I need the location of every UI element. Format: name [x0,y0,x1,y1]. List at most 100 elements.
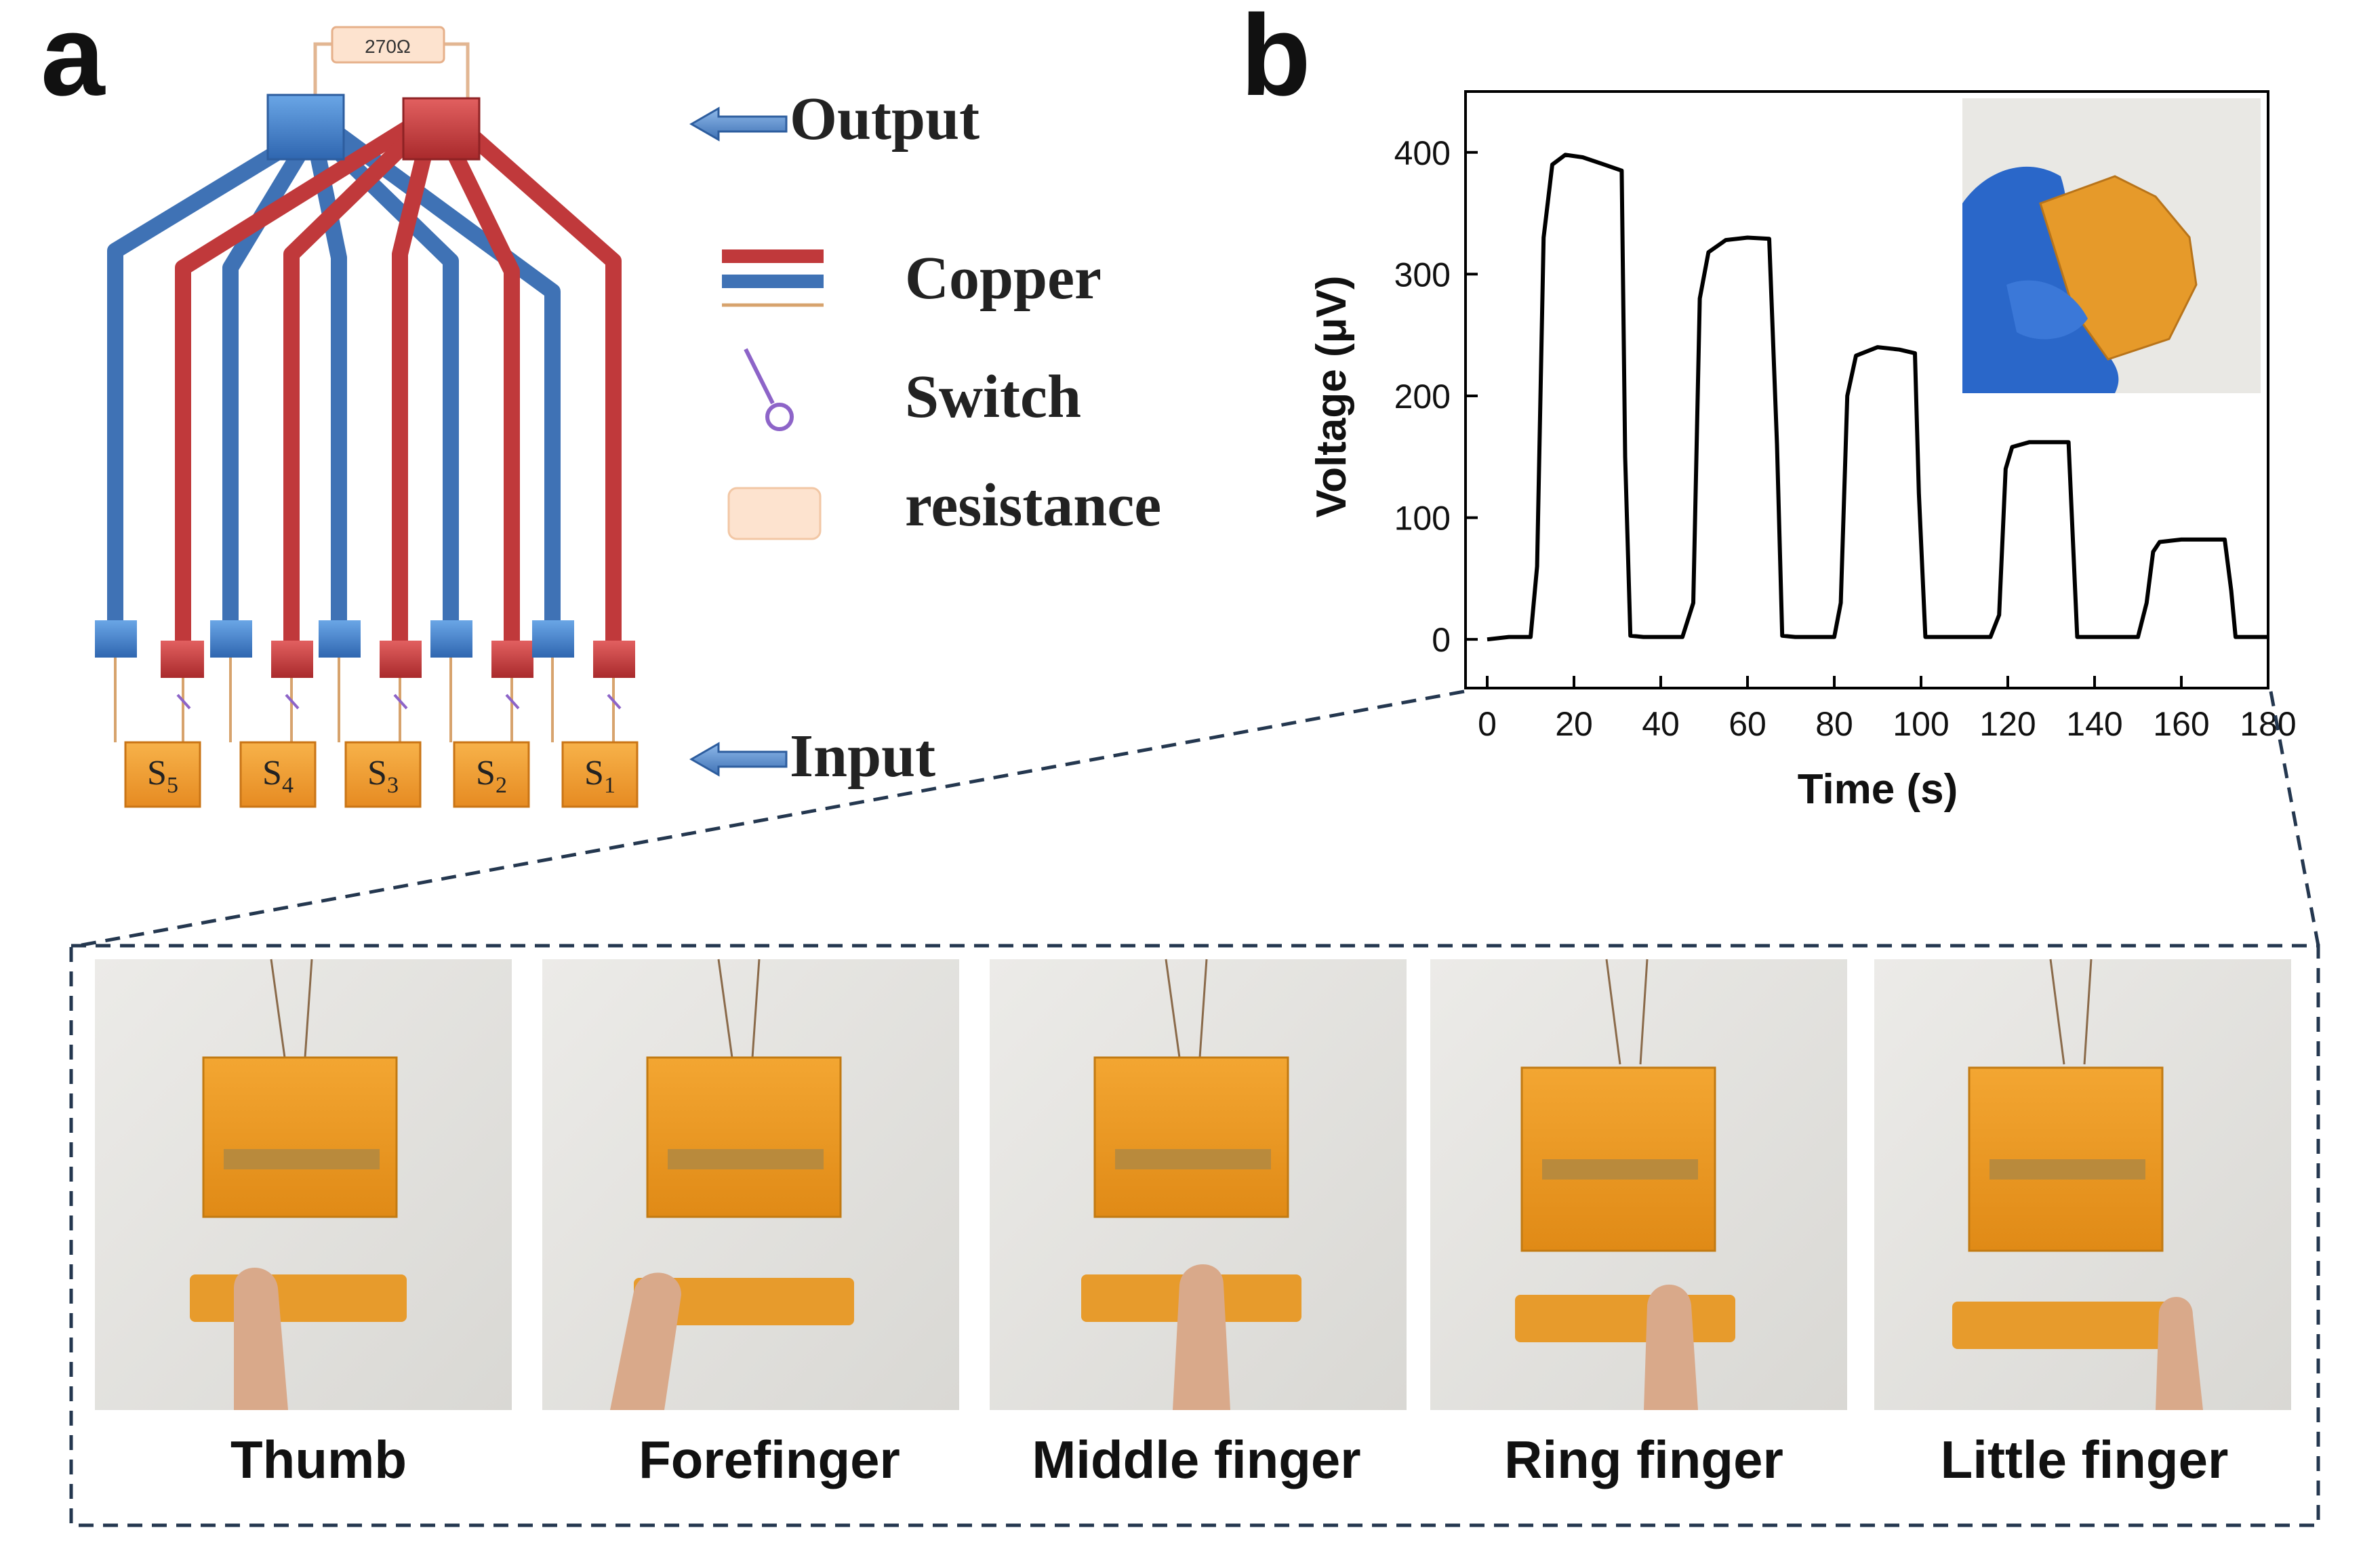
x-tick-label-6: 120 [1979,705,2036,743]
terminal-blue-5 [532,620,574,658]
sensor-s3: S3 [344,741,422,808]
sensor-s2-box [453,741,530,808]
sensor-s2: S2 [453,741,530,808]
photo-pads [1952,1302,2169,1349]
photo-little-finger [1874,959,2291,1410]
photo-electrodes [1542,1159,1698,1180]
switch-mark-4 [285,693,300,710]
finger-label-ring-finger: Ring finger [1504,1430,1783,1489]
output-arrow-icon [689,106,788,142]
finger-label-forefinger: Forefinger [639,1430,900,1489]
sensor-s5: S5 [124,741,201,808]
photo-finger [610,1272,681,1410]
switch-mark-5 [176,693,191,710]
sensor-s1: S1 [561,741,639,808]
sensor-leads [114,658,615,742]
photo-pads [190,1274,407,1322]
blue-wire-1 [107,128,310,630]
dashed-frame [69,944,2320,1527]
red-wire-3 [392,140,435,651]
finger-labels: Thumb Forefinger Middle finger Ring fing… [230,1430,2228,1489]
sensor-s5-label: S5 [147,754,178,798]
x-tick-label-2: 40 [1642,705,1680,743]
sensor-s3-box [344,741,422,808]
blue-wire-5 [330,125,561,630]
photo-wires [2049,959,2093,1065]
terminal-red-5 [593,641,635,678]
x-tick-label-1: 20 [1555,705,1593,743]
panel-a-label: a [41,0,106,120]
red-wire-2 [283,129,420,651]
photo-device [646,1056,842,1218]
blue-wire-2 [222,134,316,630]
switch-marks [176,693,622,710]
y-tick-label-3: 300 [1394,256,1451,294]
y-tick-label-4: 400 [1394,134,1451,172]
x-axis-label: Time (s) [1798,766,1958,813]
x-tick-label-3: 60 [1729,705,1766,743]
voltage-trace [1487,153,2268,642]
red-wire-1 [175,121,411,651]
photo-electrodes [1990,1159,2145,1180]
terminal-blue-4 [430,620,472,658]
sensor-s5-box [124,741,201,808]
x-tick-label-0: 0 [1478,705,1497,743]
lower-terminals [95,620,635,678]
x-tick-label-9: 180 [2240,705,2296,743]
photo-thumb [95,959,512,1410]
legend-resistance: resistance [905,472,1161,539]
sensor-s1-label: S1 [584,754,615,798]
finger-label-middle-finger: Middle finger [1032,1430,1360,1489]
photo-wires [1605,959,1649,1065]
terminal-blue-1 [95,620,137,658]
copper-icon-red [722,249,824,263]
y-axis-label: Voltage (μV) [1308,275,1355,517]
red-wires [175,121,622,651]
inset-thumb [2006,280,2088,340]
terminal-blue-3 [319,620,361,658]
legend: Output Copper Switch resistance Input [689,85,1161,790]
photo-wires [1165,959,1208,1058]
zoom-line-right [2269,691,2320,946]
photo-ring-finger [1430,959,1847,1410]
legend-output: Output [790,85,979,153]
panel-b-label: b [1240,0,1311,120]
switch-mark-1 [607,693,622,710]
terminal-red-4 [491,641,533,678]
terminal-red-2 [271,641,313,678]
resistor-box [331,26,445,64]
sensor-s1-box [561,741,639,808]
photo-middle-finger [990,959,1407,1410]
inset-photo [1962,98,2261,393]
terminal-blue-2 [210,620,252,658]
photo-device [1093,1056,1289,1218]
plot-frame [1464,90,2269,689]
resistance-icon [727,487,822,540]
sensor-s4-box [239,741,317,808]
legend-input: Input [790,723,935,790]
sensor-s4-label: S4 [262,754,294,798]
switch-icon [744,348,794,431]
panel-a-circuit: a 270Ω [41,0,1161,808]
photo-finger [1644,1285,1698,1410]
terminal-red-3 [380,641,422,678]
y-tick-label-2: 200 [1394,378,1451,416]
y-tick-label-0: 0 [1432,621,1451,659]
x-tick-label-4: 80 [1815,705,1853,743]
sensor-s4: S4 [239,741,317,808]
photo-wires [717,959,761,1058]
photo-finger [1173,1264,1230,1410]
switch-icon-stem [744,348,775,405]
zoom-line-left [77,689,1465,948]
photo-electrodes [668,1149,824,1169]
x-tick-label-7: 140 [2066,705,2122,743]
switch-icon-knob [765,403,794,431]
x-tick-label-8: 160 [2153,705,2209,743]
copper-icon [722,249,824,307]
photo-finger [234,1268,288,1410]
sensor-s3-label: S3 [367,754,399,798]
photo-wires [270,959,313,1058]
